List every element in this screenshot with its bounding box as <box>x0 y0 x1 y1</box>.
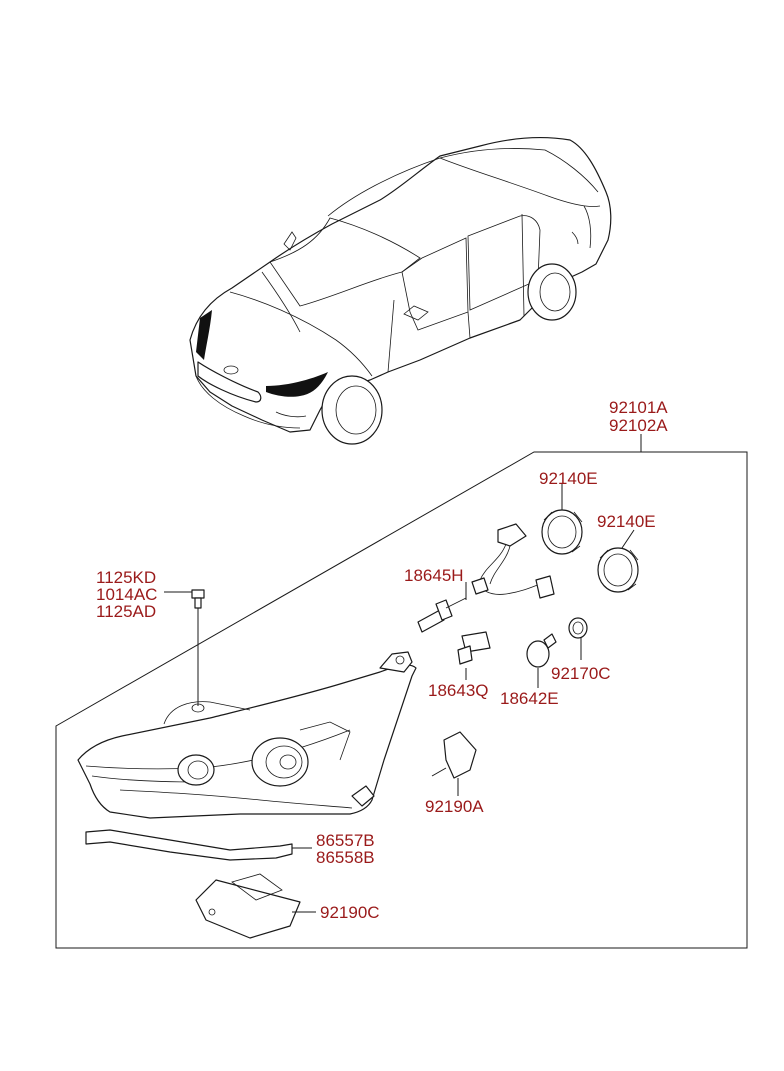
label-86557b: 86557B <box>316 831 375 850</box>
label-1014ac: 1014AC <box>96 585 157 604</box>
label-18643q: 18643Q <box>428 681 489 700</box>
label-86558b: 86558B <box>316 848 375 867</box>
label-92101a: 92101A <box>609 398 668 417</box>
wiring-harness <box>471 523 555 599</box>
label-92102a: 92102A <box>609 416 668 435</box>
car-illustration <box>189 136 612 445</box>
bulb-18642e <box>526 633 557 668</box>
actuator-92190a <box>431 731 477 779</box>
label-92140e-right: 92140E <box>597 512 656 531</box>
headlamp-highlight-right <box>266 372 328 397</box>
headlamp-highlight-left <box>196 310 212 360</box>
bulb-socket-top <box>541 509 583 555</box>
label-1125kd: 1125KD <box>96 568 156 587</box>
bulb-18645h <box>417 597 467 633</box>
cap-92170c <box>568 617 588 639</box>
label-18645h: 18645H <box>404 566 464 585</box>
ballast-92190c <box>195 873 301 939</box>
bolt-part <box>191 589 205 713</box>
label-92140e-top: 92140E <box>539 469 598 488</box>
parts-box-outline <box>55 451 748 949</box>
bulb-socket-right <box>597 547 639 593</box>
label-92170c: 92170C <box>551 664 611 683</box>
label-1125ad: 1125AD <box>96 602 156 621</box>
bulb-18643q <box>457 631 491 665</box>
label-92190c: 92190C <box>320 903 380 922</box>
headlamp-assembly <box>77 651 417 819</box>
label-18642e: 18642E <box>500 689 559 708</box>
label-92190a: 92190A <box>425 797 484 816</box>
strip-86557b <box>85 829 293 861</box>
